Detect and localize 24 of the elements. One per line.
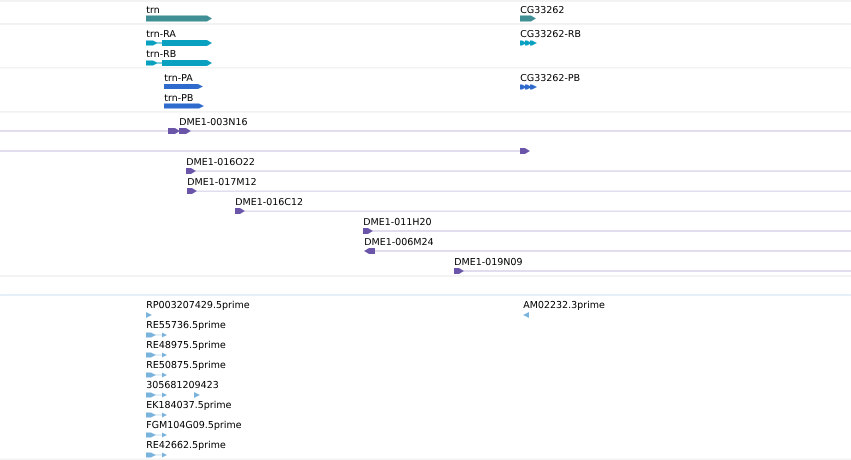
feature-label: RE48975.5prime	[147, 340, 226, 350]
feature-label: RE55736.5prime	[147, 320, 226, 330]
feature-label: AM02232.3prime	[523, 300, 604, 310]
feature-label: RE50875.5prime	[147, 360, 226, 370]
feature-label: trn-PB	[164, 94, 193, 101]
feature-label: DME1-017M12	[188, 178, 256, 186]
feature-label: DME1-019N09	[455, 258, 522, 266]
feature-label: DME1-016C12	[236, 198, 302, 206]
feature-label: trn-PA	[164, 74, 193, 81]
feature-label: trn-RB	[146, 50, 176, 57]
feature-label: trn-RA	[146, 30, 176, 37]
feature-label: DME1-011H20	[364, 218, 431, 226]
feature-label: DME1-016O22	[187, 158, 254, 166]
feature-label: CG33262	[520, 6, 564, 14]
feature-label: RE42662.5prime	[147, 440, 226, 450]
feature-label: CG33262-RB	[520, 30, 580, 38]
feature-label: DME1-003N16	[180, 118, 247, 126]
feature-label: FGM104G09.5prime	[147, 420, 242, 430]
feature-label: CG33262-PB	[520, 74, 580, 82]
feature-label: 305681209423	[146, 380, 218, 388]
feature-label: EK184037.5prime	[147, 400, 231, 410]
feature-label: DME1-006M24	[365, 238, 434, 246]
feature-label: trn	[146, 6, 159, 13]
feature-label: RP003207429.5prime	[147, 300, 250, 310]
